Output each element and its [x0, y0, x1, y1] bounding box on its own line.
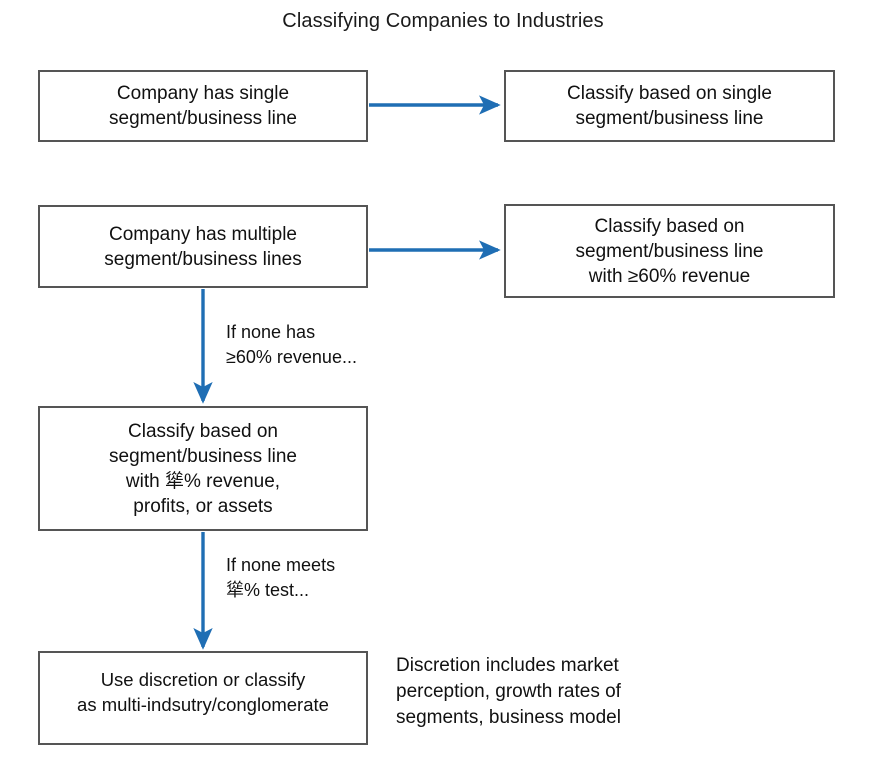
- node-classify-60-revenue[interactable]: Classify based on segment/business line …: [504, 204, 835, 298]
- page-title: Classifying Companies to Industries: [282, 10, 604, 32]
- node-multiple-segments[interactable]: Company has multiple segment/business li…: [38, 205, 368, 288]
- node-classify-single[interactable]: Classify based on single segment/busines…: [504, 70, 835, 142]
- discretion-note: Discretion includes market perception, g…: [396, 655, 621, 728]
- node-use-discretion[interactable]: Use discretion or classify as multi-inds…: [38, 651, 368, 745]
- edge-label-if-none-50: If none meets 㹐% test...: [226, 555, 336, 600]
- node-classify-50-revenue[interactable]: Classify based on segment/business line …: [38, 406, 368, 531]
- edge-label-if-none-60: If none has ≥60% revenue...: [226, 322, 357, 367]
- node-single-segment[interactable]: Company has single segment/business line: [38, 70, 368, 142]
